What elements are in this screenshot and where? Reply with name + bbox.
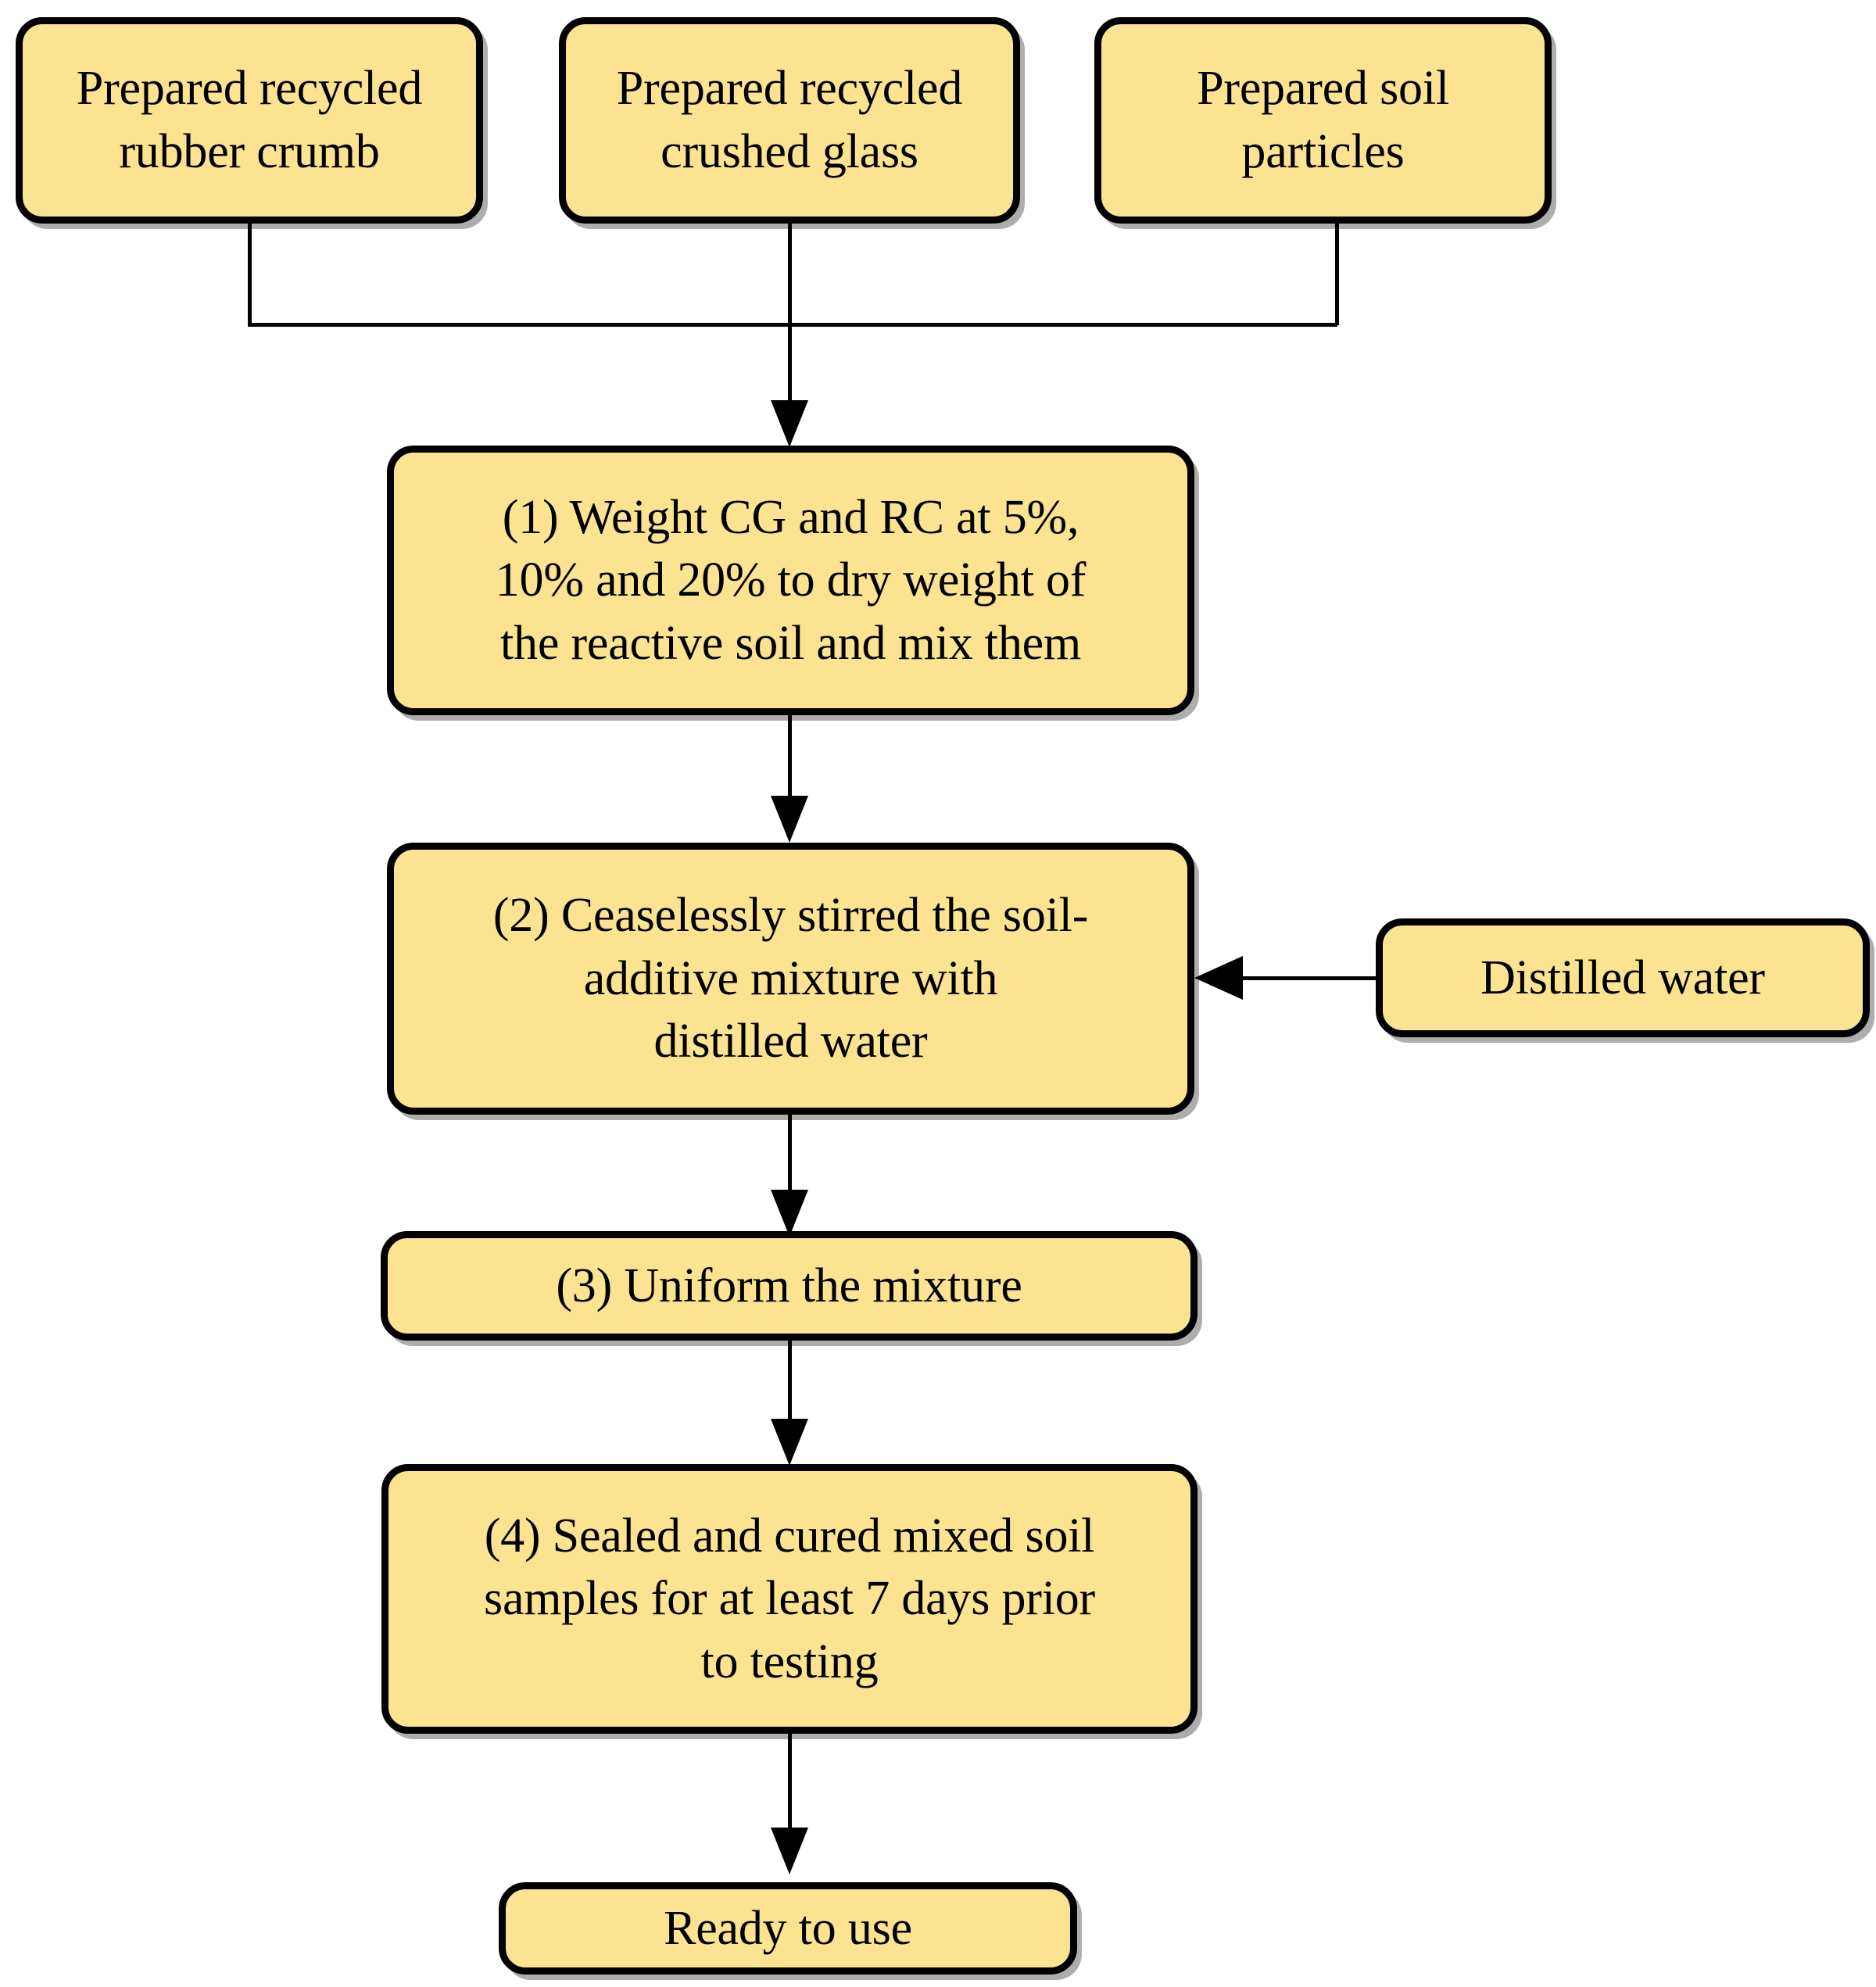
node-step-4-sealed-and-cured[interactable]: (4) Sealed and cured mixed soil samples … <box>381 1464 1198 1734</box>
connector-step-2-to-step-3 <box>788 1115 792 1201</box>
node-ready-to-use[interactable]: Ready to use <box>499 1882 1077 1974</box>
node-label: (3) Uniform the mixture <box>556 1258 1022 1312</box>
node-prepared-recycled-crushed-glass[interactable]: Prepared recycled crushed glass <box>559 17 1020 224</box>
node-label: (1) Weight CG and RC at 5%, 10% and 20% … <box>495 490 1087 670</box>
node-label: Prepared soil particles <box>1197 62 1449 178</box>
connector-merge-stem <box>788 323 792 406</box>
node-prepared-soil-particles[interactable]: Prepared soil particles <box>1094 17 1552 224</box>
connector-drop-rubber-crumb <box>248 224 252 325</box>
node-label: Prepared recycled rubber crumb <box>76 62 423 178</box>
node-label: Ready to use <box>664 1901 912 1955</box>
arrowhead-step-2-to-step-3 <box>771 1190 808 1237</box>
node-label: (2) Ceaselessly stirred the soil- additi… <box>492 889 1089 1069</box>
node-prepared-recycled-rubber-crumb[interactable]: Prepared recycled rubber crumb <box>16 17 483 224</box>
connector-drop-crushed-glass <box>788 224 792 325</box>
node-label: Distilled water <box>1480 951 1765 1004</box>
node-distilled-water[interactable]: Distilled water <box>1376 918 1870 1037</box>
connector-step-3-to-step-4 <box>788 1341 792 1427</box>
connector-merge-bus <box>248 323 1337 327</box>
node-step-2-stir-with-distilled-water[interactable]: (2) Ceaselessly stirred the soil- additi… <box>387 843 1194 1115</box>
node-step-1-weight-cg-rc[interactable]: (1) Weight CG and RC at 5%, 10% and 20% … <box>387 446 1194 715</box>
node-step-3-uniform-the-mixture[interactable]: (3) Uniform the mixture <box>381 1231 1198 1341</box>
arrowhead-step-3-to-step-4 <box>771 1419 808 1466</box>
arrowhead-merge-to-step-1 <box>771 400 808 447</box>
node-label: Prepared recycled crushed glass <box>616 62 963 178</box>
node-label: (4) Sealed and cured mixed soil samples … <box>484 1509 1095 1688</box>
arrowhead-step-1-to-step-2 <box>771 796 808 843</box>
arrowhead-distilled-water-to-step-2 <box>1194 956 1243 1000</box>
connector-distilled-water-to-step-2 <box>1240 976 1377 980</box>
connector-step-1-to-step-2 <box>788 715 792 801</box>
arrowhead-step-4-to-ready-to-use <box>771 1828 808 1874</box>
connector-drop-soil-particles <box>1335 224 1339 325</box>
connector-step-4-to-ready-to-use <box>788 1734 792 1847</box>
